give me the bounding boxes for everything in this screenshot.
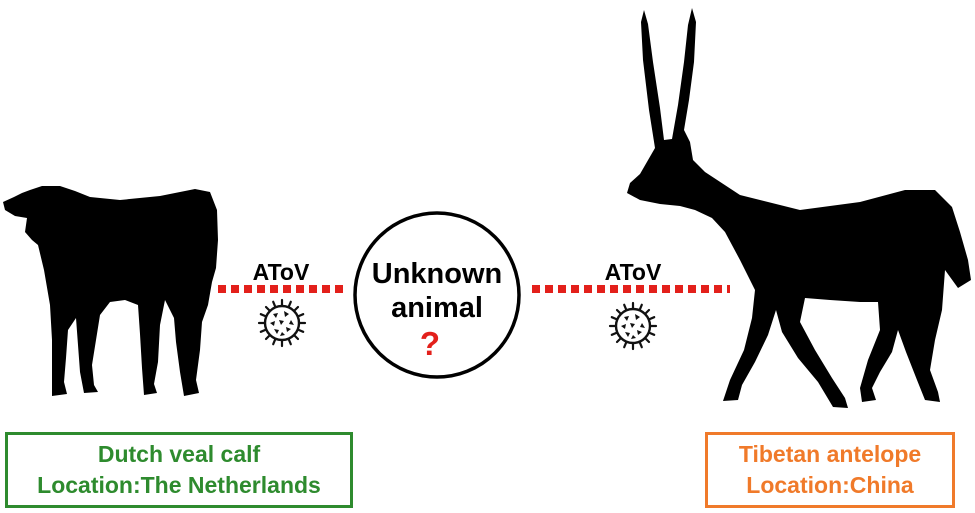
right-atov-label: AToV	[605, 259, 662, 285]
calf-name: Dutch veal calf	[97, 441, 261, 467]
question-mark: ?	[420, 325, 440, 362]
virus-particle-icon	[608, 301, 658, 351]
antelope-name: Tibetan antelope	[738, 441, 922, 467]
calf-silhouette-icon	[3, 186, 218, 396]
unknown-label-line1: Unknown	[372, 258, 503, 290]
virus-particle-icon	[257, 298, 307, 348]
unknown-label-line2: animal	[391, 292, 483, 324]
unknown-animal-circle	[353, 211, 521, 379]
left-atov-label: AToV	[253, 259, 310, 285]
tibetan-antelope-silhouette-icon	[627, 8, 971, 408]
calf-info-box: Dutch veal calf Location:The Netherlands	[5, 432, 353, 508]
calf-location: Location:The Netherlands	[37, 472, 321, 498]
antelope-info-box: Tibetan antelope Location:China	[705, 432, 955, 508]
antelope-location: Location:China	[746, 472, 914, 498]
